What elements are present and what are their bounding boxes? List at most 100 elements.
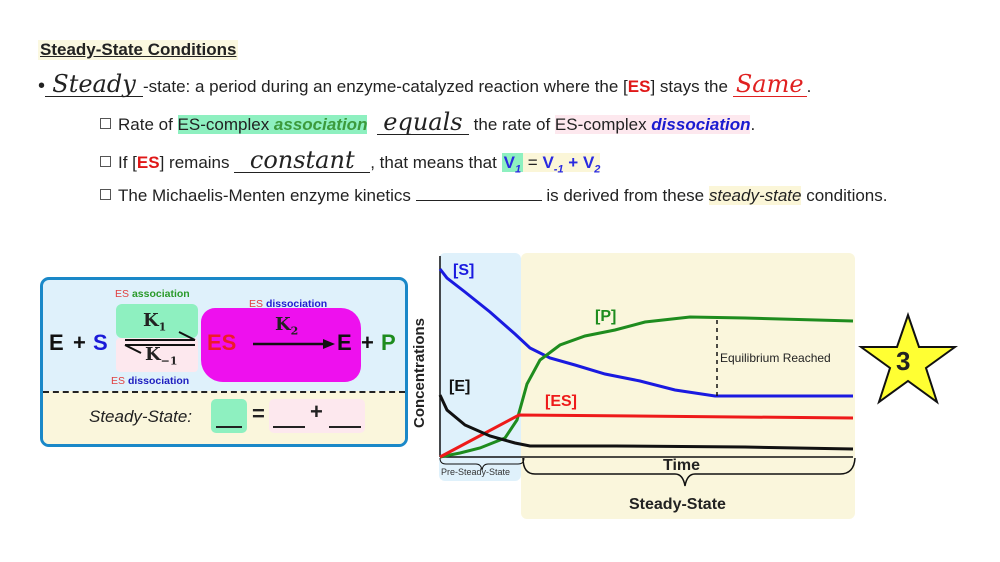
es-text: ES xyxy=(111,375,126,387)
sub2-text-b: ] remains xyxy=(159,153,235,172)
es-term: ES xyxy=(627,77,651,96)
vm1-letter: V xyxy=(542,153,554,172)
k1-letter: K xyxy=(143,310,159,331)
concentration-time-graph: Concentrations [S] [P] [ES] [E] Equilibr… xyxy=(411,250,865,522)
star-icon xyxy=(857,311,959,405)
plus-sign: + xyxy=(73,330,86,355)
plus-sign: + xyxy=(563,153,583,172)
k-minus1-highlight xyxy=(116,338,198,372)
sub1-text: Rate of xyxy=(118,115,178,134)
handwritten-constant: constant xyxy=(234,148,371,173)
sub1-period: . xyxy=(750,115,756,134)
association-word: association xyxy=(273,115,368,134)
enzyme-curve xyxy=(438,394,854,451)
dissociation-highlight: ES-complex dissociation xyxy=(554,115,751,134)
reaction-scheme-box: Steady-State: = + ES association ES diss… xyxy=(40,277,408,447)
bullet-steady-state-definition: •Steady-state: a period during an enzyme… xyxy=(38,72,811,98)
star-number: 3 xyxy=(896,346,911,376)
v1-letter: V xyxy=(503,153,515,172)
section-heading: Steady-State Conditions xyxy=(38,40,239,60)
sub1-text-b: the rate of xyxy=(468,115,555,134)
es-complex-text: ES-complex xyxy=(177,115,274,134)
v2-letter: V xyxy=(582,153,595,172)
blank-line xyxy=(216,426,242,428)
substrate-S: S xyxy=(93,330,108,355)
x-axis-label: Time xyxy=(663,457,701,474)
steady-state-region xyxy=(521,253,855,519)
sub3-text-b: is derived from these xyxy=(541,186,709,205)
es-association-label: ES association xyxy=(115,288,190,300)
handwritten-equals: equals xyxy=(376,110,469,135)
sub3-text: The Michaelis-Menten enzyme kinetics xyxy=(118,186,416,205)
handwritten-steady: Steady xyxy=(45,72,144,97)
equals-sign: = xyxy=(523,153,543,172)
es-complex-text-2: ES-complex xyxy=(554,115,652,134)
es-curve xyxy=(439,413,854,459)
bullet1-text: -state: a period during an enzyme-cataly… xyxy=(143,77,628,96)
k1-highlight xyxy=(116,304,198,338)
equilibrium-label: Equilibrium Reached xyxy=(720,351,831,365)
es-series-label: [ES] xyxy=(545,393,577,410)
blank-vm1[interactable] xyxy=(273,426,305,428)
steady-state-highlight: steady-state xyxy=(708,186,802,205)
km1-subscript: −1 xyxy=(160,354,178,368)
checkbox-icon xyxy=(100,189,111,200)
sub-point-rate-equality: Rate of ES-complex association equals th… xyxy=(100,110,755,135)
es-dissociation-label-right: ES dissociation xyxy=(249,298,327,310)
k2-letter: K xyxy=(275,314,291,335)
steady-state-italic: steady-state xyxy=(708,186,802,205)
k2-subscript: 2 xyxy=(290,324,299,338)
plus-sign: + xyxy=(361,330,374,355)
enzyme-E-product: E xyxy=(337,330,352,355)
equals-sign: = xyxy=(252,401,265,426)
es-complex: ES xyxy=(207,330,237,355)
k2-constant: K2 xyxy=(275,314,298,338)
steady-state-region-label: Steady-State xyxy=(629,496,726,513)
v2-subscript: 2 xyxy=(594,163,601,176)
k-minus1-constant: K−1 xyxy=(145,344,178,368)
blank-v1-box[interactable] xyxy=(211,399,247,433)
checkbox-icon xyxy=(100,156,111,167)
es-term: ES xyxy=(136,153,160,172)
k1-constant: K1 xyxy=(143,310,166,334)
sub2-text: If [ xyxy=(118,153,137,172)
sub2-text-c: , that means that xyxy=(370,153,502,172)
es-dissociation-label: ES dissociation xyxy=(111,375,189,387)
association-text: association xyxy=(131,288,190,300)
s-series-label: [S] xyxy=(453,262,475,279)
vm1-subscript: -1 xyxy=(553,163,564,176)
product-curve xyxy=(439,315,854,459)
fill-in-blank[interactable] xyxy=(415,200,542,201)
plus-sign: + xyxy=(310,399,323,424)
pre-steady-state-label: Pre-Steady-State xyxy=(441,467,511,477)
e-series-label: [E] xyxy=(449,378,471,395)
v1-subscript: 1 xyxy=(514,163,522,176)
bullet1-period: . xyxy=(806,77,812,96)
forward-arrow-icon xyxy=(253,339,335,349)
blank-rates-box: + xyxy=(269,399,365,433)
sub-point-michaelis-menten: The Michaelis-Menten enzyme kinetics is … xyxy=(100,186,887,206)
sub-point-es-constant: If [ES] remains constant, that means tha… xyxy=(100,148,601,176)
checkbox-icon xyxy=(100,118,111,129)
enzyme-E: E xyxy=(49,330,64,355)
substrate-curve xyxy=(438,268,853,398)
equilibrium-arrows-icon xyxy=(124,331,196,354)
km1-letter: K xyxy=(145,344,161,365)
es-text: ES xyxy=(115,288,130,300)
association-highlight: ES-complex association xyxy=(177,115,368,134)
k1-subscript: 1 xyxy=(158,320,167,334)
dissociation-text: dissociation xyxy=(265,298,328,310)
y-axis-label: Concentrations xyxy=(411,317,428,428)
pre-steady-brace xyxy=(439,457,525,471)
steady-brace xyxy=(522,457,856,487)
bullet1-text-b: ] stays the xyxy=(650,77,733,96)
product-P: P xyxy=(381,330,396,355)
rate-equation: = V-1 + V2 xyxy=(523,153,601,176)
handwritten-same: Same xyxy=(732,72,807,97)
bullet-dot: • xyxy=(38,75,46,97)
v1-term: V1 xyxy=(501,153,524,176)
blank-v2[interactable] xyxy=(329,426,361,428)
dissociation-text: dissociation xyxy=(127,375,190,387)
p-series-label: [P] xyxy=(595,308,617,325)
star-badge: 3 xyxy=(857,311,959,406)
